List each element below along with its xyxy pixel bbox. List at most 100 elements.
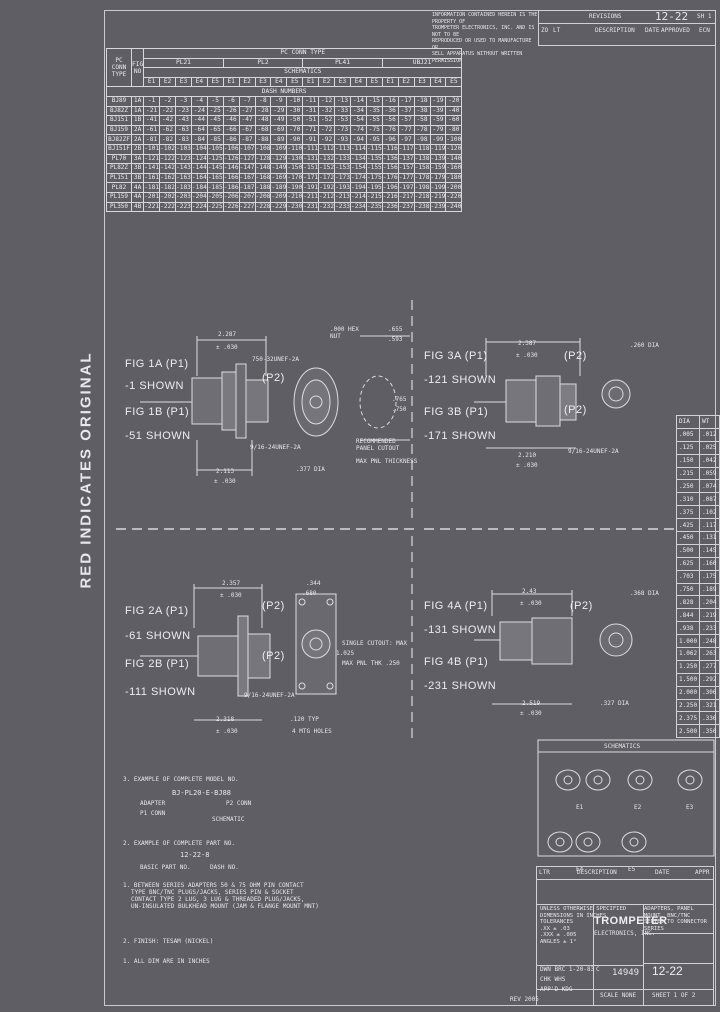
fig1-hex-nut: .000 HEX NUT	[330, 326, 359, 340]
fig2-holes2: 4 MTG HOLES	[292, 728, 332, 735]
note-dims: 1. ALL DIM ARE IN INCHES	[123, 958, 210, 965]
drawing-number: 12-22	[652, 964, 683, 978]
note-3-adapter: ADAPTER	[140, 800, 166, 807]
fig2-connector-drawing	[140, 584, 337, 721]
fig3-dim-bot: 2.210	[518, 452, 537, 459]
fig4a-label: FIG 4A (P1)	[424, 600, 488, 612]
company-name-2: ELECTRONICS, INC.	[594, 930, 656, 937]
fig3-dia: .260 DIA	[630, 342, 659, 349]
note-2-basic: BASIC PART NO.	[140, 864, 191, 871]
fig4-tol-bot: ± .030	[520, 710, 542, 717]
size-row: .425.117	[675, 518, 720, 533]
fig2-holes: .120 TYP	[290, 716, 319, 723]
note-3-schematic: SCHEMATIC	[212, 816, 245, 823]
schematic-e4: E4	[576, 866, 584, 873]
drawing-title: ADAPTERS, PANEL MOUNT, BNC/TNC SERIES TO…	[644, 906, 707, 932]
note-3-code: BJ-PL20-E-BJ88	[172, 789, 232, 797]
fig1-cutout2: MAX PNL THICKNESS	[356, 458, 418, 465]
size-row: .215.059	[675, 466, 720, 481]
size-row: .375.102	[675, 505, 720, 520]
fig2-sq3: 1.025	[336, 650, 355, 657]
fig1b-shown: -51 SHOWN	[125, 430, 191, 442]
size-row: .150.042	[675, 453, 720, 468]
fig2a-shown: -61 SHOWN	[125, 630, 191, 642]
fig2-p2b: (P2)	[262, 650, 285, 662]
size-row: 2.375.336	[675, 711, 720, 726]
fig4a-shown: -131 SHOWN	[424, 624, 497, 636]
revision-sheet: SH 1	[697, 13, 712, 20]
fig1-tol-top: ± .030	[216, 344, 238, 351]
fig4-dia2: .327 DIA	[600, 700, 629, 707]
bottom-ref: REV 2005	[510, 996, 539, 1003]
fig4-dim-bot: 2.519	[522, 700, 541, 707]
sheet-number: SHEET 1 OF 2	[652, 992, 696, 999]
rev-col-desc: DESCRIPTION	[595, 27, 635, 34]
revision-block: REVISIONS 12-22 SH 1 ZO LT DESCRIPTION D…	[538, 10, 716, 46]
fig3a-label: FIG 3A (P1)	[424, 350, 488, 362]
note-3-p1: P1 CONN	[140, 810, 166, 817]
fig2-cutout: SINGLE CUTOUT: MAX	[342, 640, 408, 647]
scale: SCALE NONE	[600, 992, 637, 999]
fig1-d2: .593	[388, 336, 403, 343]
schematic-e3: E3	[686, 804, 694, 811]
cage-code: 14949	[612, 968, 640, 978]
fig1b-label: FIG 1B (P1)	[125, 406, 190, 418]
note-2: 2. EXAMPLE OF COMPLETE PART NO.	[123, 840, 235, 847]
fig1-d1: .655	[388, 326, 403, 333]
note-2-code: 12-22-8	[180, 851, 210, 859]
note-2-dash: DASH NO.	[210, 864, 239, 871]
size-cell: .145	[699, 543, 720, 558]
size-row: .750.189	[675, 582, 720, 597]
fig2b-label: FIG 2B (P1)	[125, 658, 190, 670]
size-row: 1.500.292	[675, 672, 720, 687]
approved-by: APP'D KDG	[540, 986, 573, 993]
fig2-p2a: (P2)	[262, 600, 285, 612]
fig2-tol-top: ± .030	[220, 592, 242, 599]
size-row: .703.175	[675, 569, 720, 584]
fig3-p2a: (P2)	[564, 350, 587, 362]
company-name: TROMPETER	[594, 915, 668, 927]
title-block-main	[536, 904, 714, 1006]
tb-date: DATE	[655, 869, 670, 876]
rev-col-ecn: ECN	[699, 27, 710, 34]
revision-title: REVISIONS	[589, 13, 622, 20]
size-code: C	[596, 966, 600, 973]
note-finish: 2. FINISH: TESAM (NICKEL)	[123, 938, 214, 945]
fig1-tol-bot: ± .030	[214, 478, 236, 485]
note-1: 1. BETWEEN SERIES ADAPTERS 50 & 75 OHM P…	[123, 882, 319, 910]
tb-desc: DESCRIPTION	[577, 869, 617, 876]
fig2b-shown: -111 SHOWN	[125, 686, 196, 698]
drawn-by: DWN BRC 1-20-83	[540, 966, 595, 973]
rev-col-ltr: LT	[553, 27, 561, 34]
fig1-cutout: RECOMMENDED PANEL CUTOUT	[356, 438, 400, 452]
rev-col-zone: ZO	[541, 27, 549, 34]
fig4-tol-top: ± .030	[520, 600, 542, 607]
fig4-dia: .368 DIA	[630, 590, 659, 597]
fig3-dim-top: 2.387	[518, 340, 537, 347]
fig1-dia: .377 DIA	[296, 466, 325, 473]
fig1-connector-drawing	[140, 335, 410, 476]
fig3-tol-bot: ± .030	[516, 462, 538, 469]
schematic-symbols	[537, 739, 715, 857]
fig2-dim-bot: 2.318	[216, 716, 235, 723]
fig4b-label: FIG 4B (P1)	[424, 656, 489, 668]
fig2-sq: .344	[306, 580, 321, 587]
fig4-dim-top: 2.43	[522, 588, 537, 595]
fig1-dim-top: 2.287	[218, 331, 237, 338]
fig4b-shown: -231 SHOWN	[424, 680, 497, 692]
fig3-connector-drawing	[474, 338, 631, 449]
revision-number: 12-22	[655, 10, 689, 23]
fig2-thread: 9/16-24UNEF-2A	[244, 692, 295, 699]
fig3b-shown: -171 SHOWN	[424, 430, 497, 442]
fig1-d3: .765	[392, 396, 407, 403]
schematics-title: SCHEMATICS	[604, 743, 641, 750]
